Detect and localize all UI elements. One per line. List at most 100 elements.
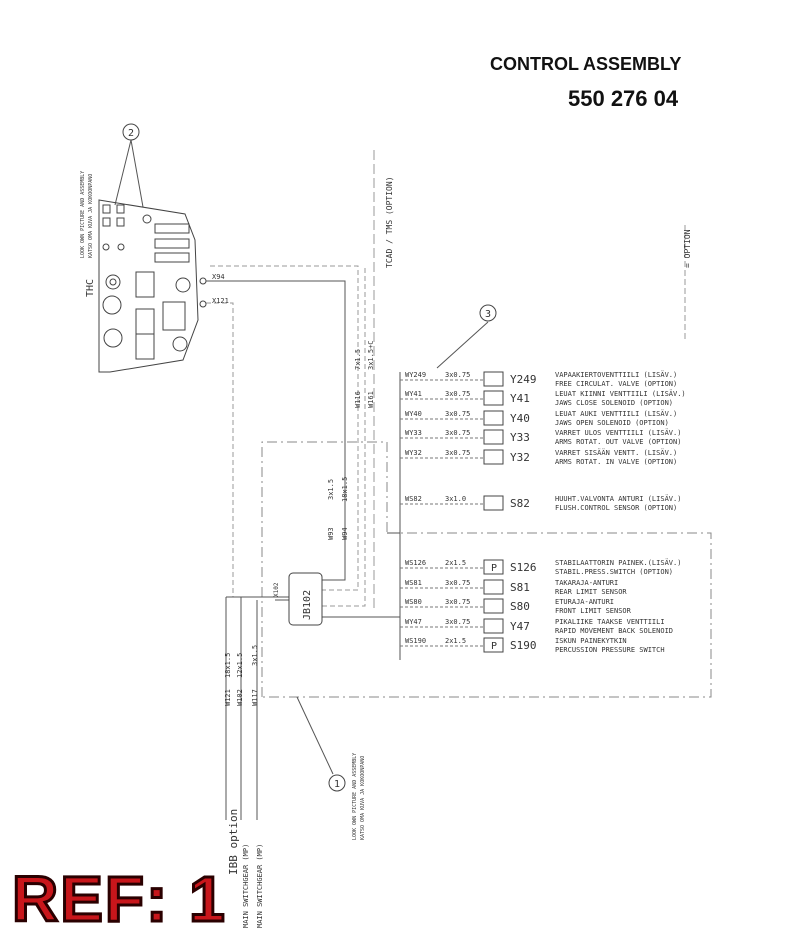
component-desc-en: REAR LIMIT SENSOR — [555, 588, 627, 596]
panel-button-c — [175, 277, 191, 293]
callout-1-number: 1 — [334, 779, 340, 790]
component-box — [483, 371, 504, 387]
wire-size: 3x0.75 — [445, 371, 470, 379]
panel-note-line2: KATSO OMA KUVA JA KOKOONPANO — [88, 174, 94, 258]
component-box — [483, 390, 504, 406]
panel-block-3 — [135, 333, 155, 360]
callout-3 — [479, 304, 497, 322]
component-tag: S80 — [510, 600, 530, 613]
component-box — [483, 449, 504, 465]
callout-2 — [122, 123, 140, 141]
joystick-knob — [105, 274, 121, 290]
wire-size: 3x0.75 — [445, 390, 470, 398]
component-desc-fi: STABILAATTORIN PAINEK.(LISÄV.) — [555, 558, 681, 567]
w116-label: W116 — [354, 391, 362, 408]
w93-label: W93 — [327, 527, 335, 540]
wire-size: 3x0.75 — [445, 618, 470, 626]
panel-switch-3 — [154, 252, 190, 263]
component-tag: Y47 — [510, 620, 530, 633]
component-desc-en: PERCUSSION PRESSURE SWITCH — [555, 646, 665, 654]
component-box — [483, 495, 504, 511]
wire-label: WS126 — [405, 559, 426, 567]
component-desc-en: RAPID MOVEMENT BACK SOLENOID — [555, 627, 673, 635]
panel-block-1 — [135, 271, 155, 298]
component-box — [483, 410, 504, 426]
component-desc-fi: ETURAJA-ANTURI — [555, 598, 614, 606]
component-desc-fi: VARRET SISÄÄN VENTT. (LISÄV.) — [555, 448, 677, 457]
wire-label: WS80 — [405, 598, 422, 606]
panel-button-a — [102, 295, 122, 315]
w121-label: W121 — [224, 689, 232, 706]
pressure-icon: P — [491, 563, 497, 574]
switchgear-label-2: MAIN SWITCHGEAR (MP) — [256, 844, 264, 928]
callout-2-leader — [114, 139, 144, 208]
callout-2-number: 2 — [128, 128, 134, 139]
connector-x102-label: X102 — [273, 582, 280, 597]
wire-label: WS82 — [405, 495, 422, 503]
cable-w116-route — [210, 265, 359, 591]
component-desc-fi: HUUHT.VALVONTA ANTURI (LISÄV.) — [555, 494, 681, 503]
component-box — [483, 429, 504, 445]
component-desc-fi: VARRET ULOS VENTTIILI (LISÄV.) — [555, 428, 681, 437]
wire-size: 3x0.75 — [445, 429, 470, 437]
component-desc-fi: LEUAT KIINNI VENTTIILI (LISÄV.) — [555, 389, 686, 398]
ibb-option-label: IBB option — [227, 809, 240, 875]
panel-switch-1 — [154, 223, 190, 234]
component-box — [483, 559, 504, 575]
panel-key-4 — [116, 217, 125, 227]
component-desc-en: FRONT LIMIT SENSOR — [555, 607, 632, 615]
part-number: 550 276 04 — [568, 86, 679, 111]
panel-note-line1: LOOK OWN PICTURE AND ASSEMBLY — [80, 171, 86, 258]
option-frame-lower — [262, 532, 712, 698]
component-tag: S126 — [510, 561, 537, 574]
panel-lamp-1 — [102, 243, 110, 251]
wire-label: WY249 — [405, 371, 426, 379]
w121-size: 18x1.5 — [224, 653, 232, 678]
page-title: CONTROL ASSEMBLY — [490, 54, 682, 74]
wire-label: WY32 — [405, 449, 422, 457]
wire-size: 3x0.75 — [445, 449, 470, 457]
callout-3-number: 3 — [485, 309, 491, 320]
w117-size: 3x1.5 — [251, 645, 259, 666]
panel-outline — [98, 199, 199, 373]
component-tag: Y40 — [510, 412, 530, 425]
wire-label: WY40 — [405, 410, 422, 418]
w161-size: 3x1.5+C — [367, 340, 375, 370]
wire-label: WY41 — [405, 390, 422, 398]
component-tag: Y249 — [510, 373, 537, 386]
cable-w161-route — [322, 268, 366, 607]
option-frame-upper — [261, 441, 388, 697]
component-box — [483, 579, 504, 595]
panel-button-d — [172, 336, 188, 352]
wire-size: 3x0.75 — [445, 598, 470, 606]
callout-1 — [328, 774, 346, 792]
component-desc-en: ARMS ROTAT. IN VALVE (OPTION) — [555, 458, 677, 466]
panel-button-b — [103, 328, 123, 348]
thc-panel — [98, 199, 199, 373]
wire-size: 2x1.5 — [445, 559, 466, 567]
connector-x94-icon — [199, 277, 207, 285]
w102-label: W102 — [236, 689, 244, 706]
w94-size: 18x1.5 — [341, 477, 349, 502]
component-desc-en: ARMS ROTAT. OUT VALVE (OPTION) — [555, 438, 681, 446]
component-tag: Y33 — [510, 431, 530, 444]
component-desc-fi: ISKUN PAINEKYTKIN — [555, 637, 627, 645]
w161-label: W161 — [367, 391, 375, 408]
junction-box — [288, 572, 323, 626]
component-tag: S82 — [510, 497, 530, 510]
component-desc-fi: TAKARAJA-ANTURI — [555, 579, 618, 587]
component-tag: Y41 — [510, 392, 530, 405]
connector-x94-label: X94 — [212, 273, 225, 281]
connector-x121-label: X121 — [212, 297, 229, 305]
panel-lamp-2 — [117, 243, 125, 251]
w117-label: W117 — [251, 689, 259, 706]
wire-label: WY47 — [405, 618, 422, 626]
panel-key-1 — [102, 204, 111, 214]
component-desc-fi: PIKALIIKE TAAKSE VENTTIILI — [555, 618, 665, 626]
wire-size: 3x0.75 — [445, 579, 470, 587]
component-desc-en: STABIL.PRESS.SWITCH (OPTION) — [555, 568, 673, 576]
note1-line1: LOOK OWN PICTURE AND ASSEMBLY — [352, 753, 358, 840]
panel-indicator — [142, 214, 152, 224]
